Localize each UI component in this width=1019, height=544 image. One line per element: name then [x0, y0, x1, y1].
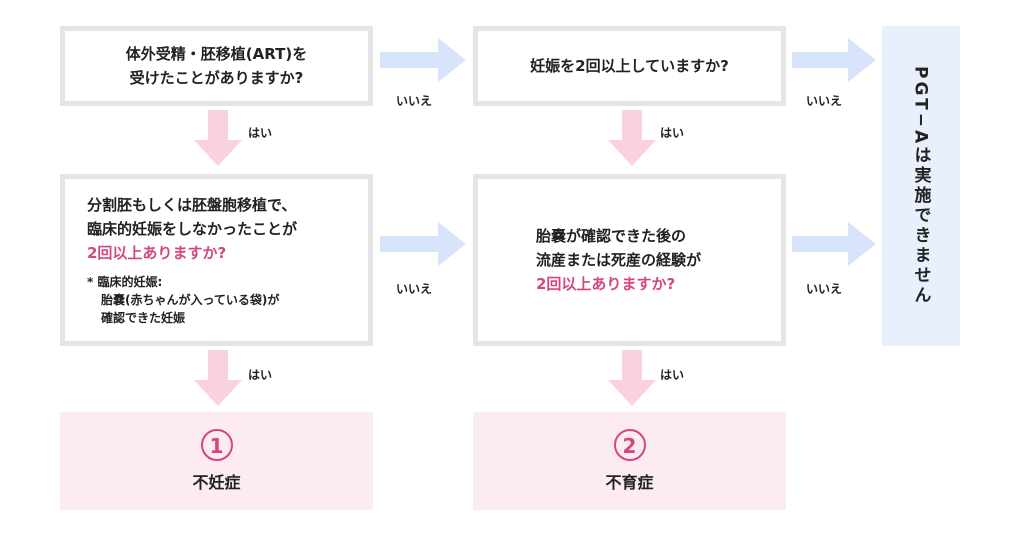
- question-pregnancy-count-text: 妊娠を2回以上していますか?: [530, 57, 729, 75]
- note-line3: 確認できた妊娠: [101, 311, 186, 325]
- question-failed-transfer-line1: 分割胚もしくは胚盤胞移植で、: [87, 196, 297, 214]
- question-miscarriage: 胎嚢が確認できた後の 流産または死産の経験が 2回以上ありますか?: [473, 174, 786, 346]
- question-miscarriage-line3: 2回以上ありますか?: [536, 275, 676, 293]
- note-line2: 胎嚢(赤ちゃんが入っている袋)が: [101, 293, 280, 307]
- question-failed-transfer-line2: 臨床的妊娠をしなかったことが: [87, 220, 298, 238]
- label-yes-3: はい: [248, 368, 273, 382]
- question-art: 体外受精・胚移植(ART)を 受けたことがありますか?: [60, 26, 373, 106]
- result-recurrent-loss-label: 不育症: [605, 473, 654, 492]
- label-yes-2: はい: [660, 126, 685, 140]
- question-failed-transfer-line3: 2回以上ありますか?: [87, 244, 227, 262]
- question-art-text: 体外受精・胚移植(ART)を 受けたことがありますか?: [125, 45, 308, 87]
- question-failed-transfer: 分割胚もしくは胚盤胞移植で、 臨床的妊娠をしなかったことが 2回以上ありますか?…: [60, 174, 373, 346]
- arrow-yes-2: [608, 110, 656, 166]
- result-infertility: 1 不妊症: [60, 412, 373, 510]
- final-not-applicable: PGT−Aは実施できません: [882, 26, 960, 346]
- label-no-1: いいえ: [396, 94, 433, 108]
- final-not-applicable-text: PGT−Aは実施できません: [910, 65, 931, 307]
- label-no-4: いいえ: [806, 282, 843, 296]
- arrow-yes-3: [194, 350, 242, 406]
- label-no-2: いいえ: [806, 94, 843, 108]
- result-infertility-number: 1: [200, 429, 233, 461]
- arrow-yes-4: [608, 350, 656, 406]
- label-no-3: いいえ: [396, 282, 433, 296]
- note-line1: * 臨床的妊娠:: [87, 275, 163, 289]
- question-miscarriage-line1: 胎嚢が確認できた後の: [536, 227, 687, 245]
- label-yes-1: はい: [248, 126, 273, 140]
- arrow-no-4: [792, 222, 876, 266]
- question-miscarriage-line2: 流産または死産の経験が: [536, 251, 702, 269]
- arrow-no-2: [792, 38, 876, 82]
- result-infertility-label: 不妊症: [192, 473, 241, 492]
- arrow-no-3: [380, 222, 466, 266]
- result-recurrent-loss: 2 不育症: [473, 412, 786, 510]
- result-recurrent-loss-number: 2: [613, 429, 646, 461]
- label-yes-4: はい: [660, 368, 685, 382]
- clinical-pregnancy-note: * 臨床的妊娠: 胎嚢(赤ちゃんが入っている袋)が 確認できた妊娠: [87, 273, 368, 327]
- arrow-no-1: [380, 38, 466, 82]
- question-pregnancy-count: 妊娠を2回以上していますか?: [473, 26, 786, 106]
- arrow-yes-1: [194, 110, 242, 166]
